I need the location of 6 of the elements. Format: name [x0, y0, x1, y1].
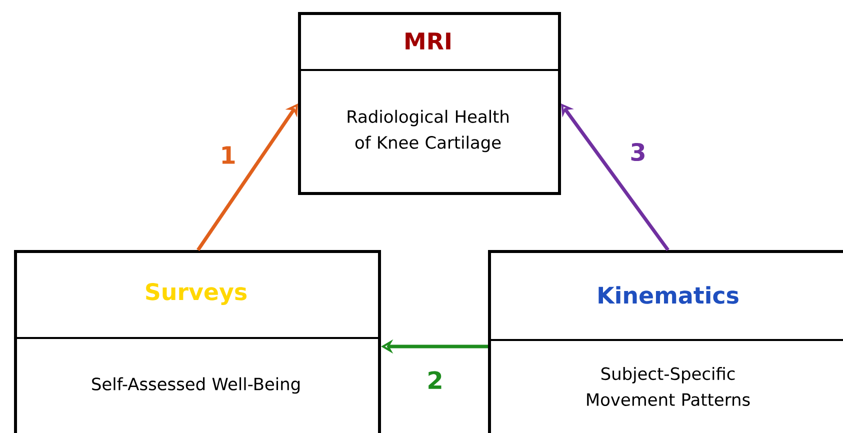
process-box: Surveys Self-Assessed Well-Being [14, 250, 381, 433]
process-box: Kinematics Subject-Specific Movement Patterns [488, 250, 843, 433]
edge-label: 1 [222, 146, 235, 164]
edge-label: 3 [631, 142, 644, 162]
process-box: MRI Radiological Health of Knee Cartilage [298, 12, 561, 195]
edge-label: 2 [428, 371, 442, 389]
